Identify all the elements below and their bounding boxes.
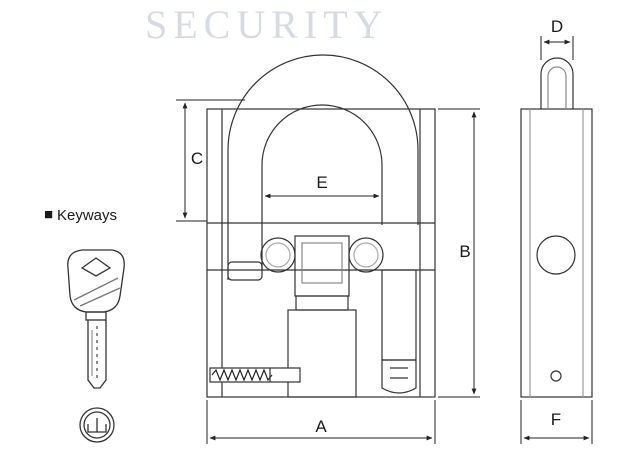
dimension-d-label: D	[551, 17, 563, 36]
dimension-f	[520, 400, 593, 444]
dimension-c-label: C	[191, 149, 203, 168]
dimension-b-label: B	[459, 242, 470, 261]
side-pin-hole	[550, 370, 562, 382]
keyways-bullet: ■	[44, 206, 53, 223]
side-shackle	[540, 57, 574, 109]
dimension-e-label: E	[316, 173, 327, 192]
cylinder	[287, 309, 357, 398]
dimension-c	[176, 99, 245, 222]
front-view	[206, 54, 436, 398]
watermark-text: SECURITY	[145, 2, 389, 47]
shackle-outer	[227, 54, 419, 280]
dimension-b	[438, 108, 480, 398]
spring-pin	[209, 367, 301, 383]
key-icon	[67, 249, 125, 389]
dimension-f-label: F	[551, 410, 561, 429]
cam	[294, 235, 350, 297]
keyway-profile-icon	[79, 407, 115, 443]
dimension-a-label: A	[315, 417, 327, 436]
dimension-d	[540, 36, 574, 60]
side-keyhole	[536, 235, 576, 275]
side-body-outline	[520, 108, 593, 398]
dimension-a	[206, 400, 436, 444]
lock-body-outline	[206, 108, 436, 398]
shackle-inner	[261, 104, 383, 270]
side-view	[520, 57, 593, 398]
keyways-label: Keyways	[57, 207, 117, 224]
